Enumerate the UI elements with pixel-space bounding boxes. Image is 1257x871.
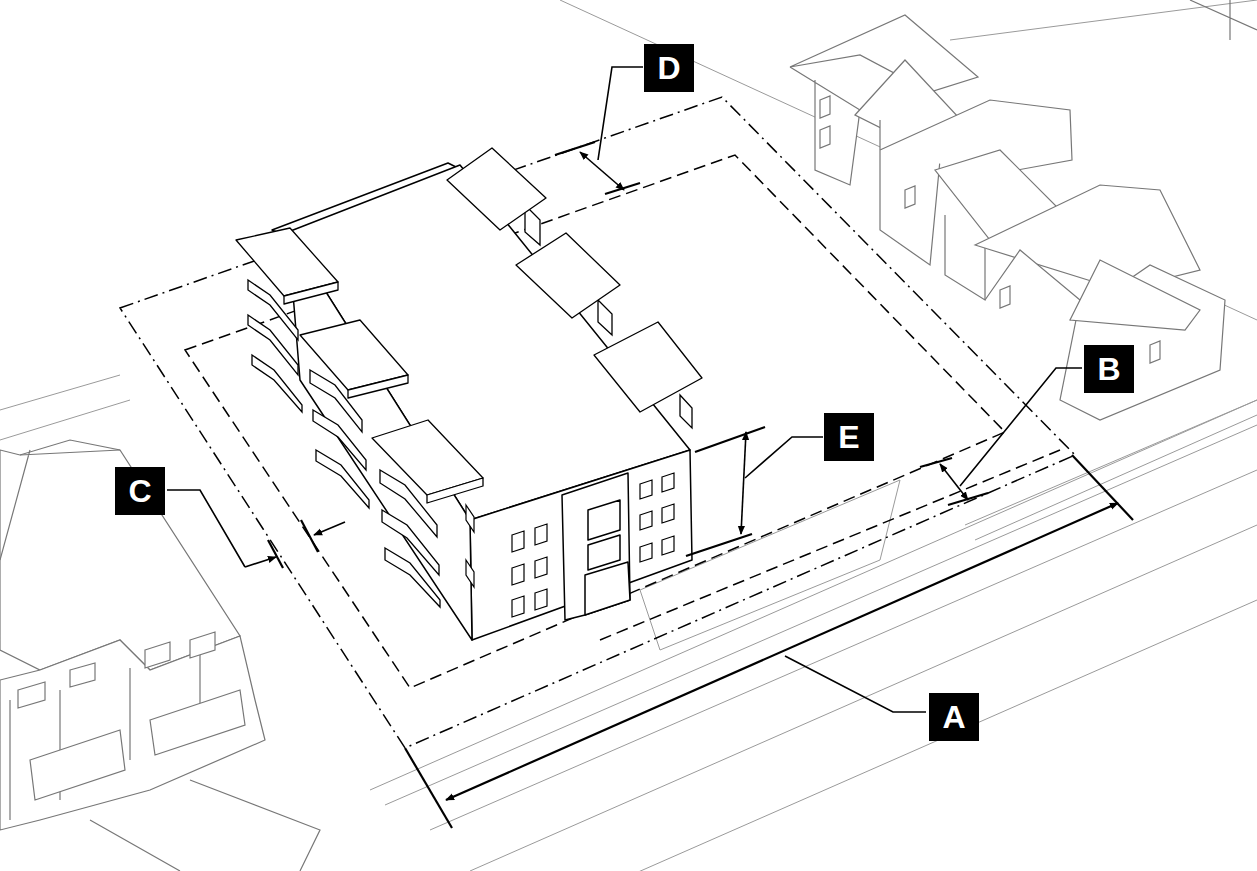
neighbour-houses: [820, 96, 1160, 363]
dimension-e: [686, 534, 752, 556]
neighbour-houses: [90, 780, 320, 871]
callout-letter-box: A: [929, 693, 979, 741]
property-line: [120, 97, 1075, 748]
neighbour-houses: [790, 15, 978, 92]
dimension-c: [301, 520, 318, 552]
dimension-a: [446, 503, 1118, 800]
street-lines: [950, 0, 1257, 40]
apartment-building: [562, 473, 630, 620]
dimension-a: [785, 656, 926, 712]
dimension-b: [960, 368, 1082, 486]
street-lines: [0, 375, 120, 410]
canopies: [447, 148, 546, 230]
building-windows: [466, 505, 474, 587]
neighbour-houses: [0, 440, 320, 871]
building-windows: [640, 473, 674, 562]
neighbour-houses: [0, 450, 120, 560]
neighbour-houses: [30, 690, 245, 800]
neighbour-houses: [985, 250, 1225, 420]
dimension-a: [405, 748, 452, 828]
dimension-e: [745, 437, 823, 478]
neighbour-houses: [1190, 0, 1257, 40]
callout-letter: D: [657, 52, 680, 84]
dimension-c: [245, 557, 276, 567]
neighbour-houses: [18, 632, 215, 708]
callout-letter-box: D: [644, 44, 694, 92]
canopies: [594, 322, 702, 412]
setback-line: [600, 450, 1060, 640]
dimension-c: [268, 540, 283, 568]
neighbour-houses: [790, 67, 860, 185]
street-lines: [470, 525, 1257, 871]
street-lines: [0, 400, 130, 440]
street-lines: [620, 600, 1257, 871]
street-lines: [975, 415, 1257, 540]
building-windows: [466, 473, 674, 617]
dimension-e: [686, 427, 823, 556]
balconies: [316, 450, 369, 508]
callout-letter: E: [838, 421, 859, 453]
callout-letter-box: E: [824, 413, 874, 461]
neighbour-houses: [790, 0, 1257, 420]
setback-line: [185, 155, 1060, 688]
dimension-c: [167, 490, 345, 568]
balconies: [385, 548, 440, 607]
dimension-a: [405, 455, 1133, 828]
neighbour-houses: [945, 215, 985, 300]
dimension-d: [580, 152, 624, 190]
canopies: [236, 148, 702, 503]
dimension-b: [920, 458, 952, 467]
building-windows: [512, 524, 547, 617]
dimension-c: [167, 490, 245, 567]
dimension-e: [741, 432, 746, 534]
dimension-d: [555, 142, 595, 155]
property-line: [120, 97, 1075, 748]
neighbour-houses: [1070, 260, 1200, 330]
canopies: [348, 375, 408, 398]
apartment-building: [588, 500, 620, 570]
dimension-d: [555, 67, 643, 194]
apartment-building: [585, 562, 630, 615]
callout-letter-box: B: [1084, 345, 1134, 393]
dimension-b: [920, 368, 1082, 505]
canopies: [516, 233, 620, 318]
apartment-building: [272, 163, 692, 640]
dimension-c: [314, 522, 345, 535]
dimension-d: [598, 67, 643, 160]
dimension-e: [695, 427, 765, 452]
callout-letter: C: [128, 475, 151, 507]
balconies: [252, 355, 302, 412]
callout-letter-box: C: [115, 467, 165, 515]
canopies: [427, 478, 483, 503]
callout-letter: A: [942, 701, 965, 733]
canopies: [284, 282, 338, 304]
callout-letter: B: [1097, 353, 1120, 385]
apartment-building: [470, 450, 692, 640]
